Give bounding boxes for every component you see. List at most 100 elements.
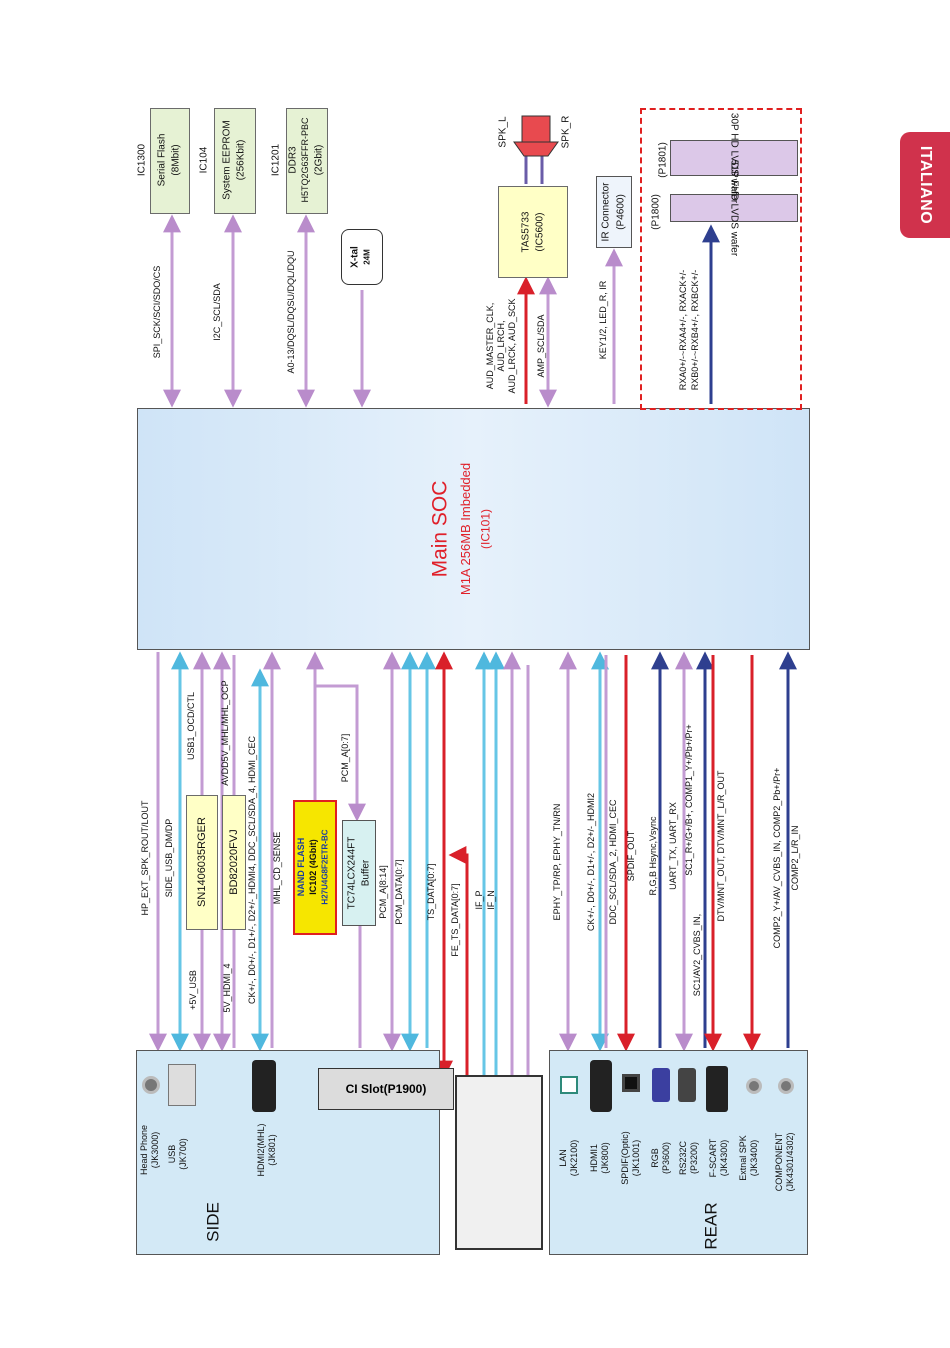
rear-rs232-label: RS232C [678,1140,689,1176]
eeprom-ref: IC104 [198,146,210,174]
sn-chip [186,795,218,930]
serial-flash-label: Serial Flash [156,133,168,187]
lvds30-ref: (P1801) [657,142,669,178]
spdif-port-icon [622,1074,640,1092]
sig-ifp: IF_P [474,890,485,910]
language-tab-label: ITALIANO [917,145,934,225]
xtal-label: X-tal [349,246,361,268]
xtal-block [341,229,383,285]
usb-port-icon [168,1064,196,1106]
rear-title: REAR [701,1202,721,1250]
serial-flash-ref: IC1300 [136,143,148,177]
sig-sc1av: SC1/AV2_CVBS_IN, [692,913,703,997]
ci-slot-label: CI Slot(P1900) [345,1082,427,1096]
sig-sc1: SC1_R+/G+/B+, COMP1_Y+/Pb+/Pr+ [684,724,695,876]
sig-avdd: AVDD5V_MHL/MHL_OCP [220,680,231,786]
rear-comp-label: COMPONENT [774,1132,785,1192]
sig-amp: AMP_SCL/SDA [536,314,547,378]
ddr-part: H5TQ2G63FFR-PBC [300,117,311,203]
tuner-thumbnail [455,1075,543,1250]
sig-side-usb: SIDE_USB_DM/DP [164,818,175,898]
lvds30-wafer [670,140,798,176]
nand-flash-chip [293,800,337,935]
sig-ddr: A0-13/DQSL/DQSU/DQL/DQU [286,250,297,374]
side-usb-ref: (JK700) [178,1138,189,1170]
side-hp-ref: (JK3000) [150,1131,161,1169]
rear-hdmi-ref: (JK800) [600,1142,611,1174]
eeprom-chip [214,108,256,214]
ir-label: IR Connector [600,182,612,242]
rs232-port-icon [678,1068,696,1102]
sig-aud3: AUD_LRCK, AUD_SCK [507,298,518,394]
soc-subtitle: M1A 256MB Imbedded [457,462,473,596]
rear-rgb-ref: (P3600) [661,1141,672,1175]
sig-pcm814: PCM_A[8:14] [378,865,389,919]
sig-comp2: COMP2_Y+/AV_CVBS_IN, COMP2_Pb+/Pr+ [772,767,783,949]
language-tab[interactable]: ITALIANO [900,132,950,238]
buffer-chip [342,820,376,926]
rear-lan-label: LAN [558,1149,569,1167]
sig-rgb: R,G,B Hsync,Vsync [648,816,659,896]
nand-label: NAND FLASH [296,837,307,897]
xtal-freq: 24M [362,249,372,265]
speaker-icon [513,115,559,157]
rear-rs232-ref: (P3200) [689,1141,700,1175]
side-usb-label: USB [167,1144,178,1164]
hdmi1-port-icon [590,1060,612,1112]
soc-ref: (IC101) [478,508,493,550]
nand-ref: IC102 (4Gbit) [308,839,319,895]
ext-speaker-jack-icon [746,1078,762,1094]
rear-ext-label: Extnal SPK [738,1135,749,1181]
sig-i2c: I2C_SCL/SDA [212,283,223,341]
ir-ref: (P4600) [615,194,627,230]
sig-key: KEY1/2, LED_R, IR [598,280,609,360]
sig-rx2: RXB0+/-~RXB4+/-, RXBCK+/- [690,269,701,391]
amp-ref: (IC5600) [534,212,546,252]
rear-ext-ref: (JK3400) [749,1139,760,1177]
sig-ck-hdmi4: CK+/-, D0+/-, D1+/-, D2+/-_HDMI4, DDC_SC… [247,735,258,1005]
eeprom-size: (256Kbit) [235,139,247,181]
sig-aud2: AUD_LRCH, [496,320,507,372]
sig-hdmi4: 5V_HDMI_4 [222,963,233,1013]
rear-spdif-ref: (JK1001) [631,1139,642,1177]
sig-fe: FE_TS_DATA[0:7] [450,883,461,957]
sig-hp: HP_EXT_SPK_ROUT/LOUT [140,800,151,916]
eeprom-label: System EEPROM [221,120,233,200]
sig-usb5v: +5V_USB [188,970,199,1010]
sig-ifn: IF_N [486,890,497,910]
ddr-label: DDR3 [287,146,299,174]
serial-flash-chip [150,108,190,214]
lvds51-wafer [670,194,798,222]
ci-slot [318,1068,454,1110]
bd-chip [222,795,246,930]
speaker-right-label: SPK_R [560,115,572,149]
scart-port-icon [706,1066,728,1112]
rear-scart-ref: (JK4300) [719,1139,730,1177]
component-jack-icon [778,1078,794,1094]
sig-spi: SPI_SCK/SCI/SDO/CS [152,265,163,359]
sig-ck-hdmi2: CK+/-, D0+/-, D1+/-, D2+/-_HDMI2 [586,792,597,932]
rear-hdmi-label: HDMI1 [589,1143,600,1173]
amp-label: TAS5733 [520,211,532,253]
buffer-label: TC74LCX244FT [346,836,358,910]
bd-label: BD82020FVJ [227,829,240,895]
ddr-size: (2Gbit) [313,144,325,176]
rear-comp-ref: (JK4301/4302) [785,1132,796,1192]
lvds51-ref: (P1800) [650,194,662,230]
ddr-ref: IC1201 [270,143,282,177]
sig-pcma: PCM_A[0:7] [340,733,351,783]
sig-ddc2: DDC_SCL/SDA_2, HDMI_CEC [608,799,619,925]
lvds-group [640,108,802,410]
speaker-left-label: SPK_L [497,116,509,148]
sig-ts: TS_DATA[0:7] [426,863,437,921]
rear-scart-label: F-SCART [708,1138,719,1178]
main-soc-block [137,408,810,650]
lvds51-label: 51P FHD LVDS wafer [728,159,740,257]
sig-comp2lr: COMP2_L/R_IN [790,825,801,891]
rear-spdif-label: SPDIF(Optic) [620,1131,631,1185]
side-hdmi-ref: (JK801) [267,1134,278,1166]
soc-title: Main SOC [428,480,452,578]
sig-dtv: DTV/MNT_OUT, DTV/MNT_L/R_OUT [716,770,727,922]
hdmi-port-icon [252,1060,276,1112]
side-hdmi-label: HDMI2(MHL) [256,1123,267,1177]
